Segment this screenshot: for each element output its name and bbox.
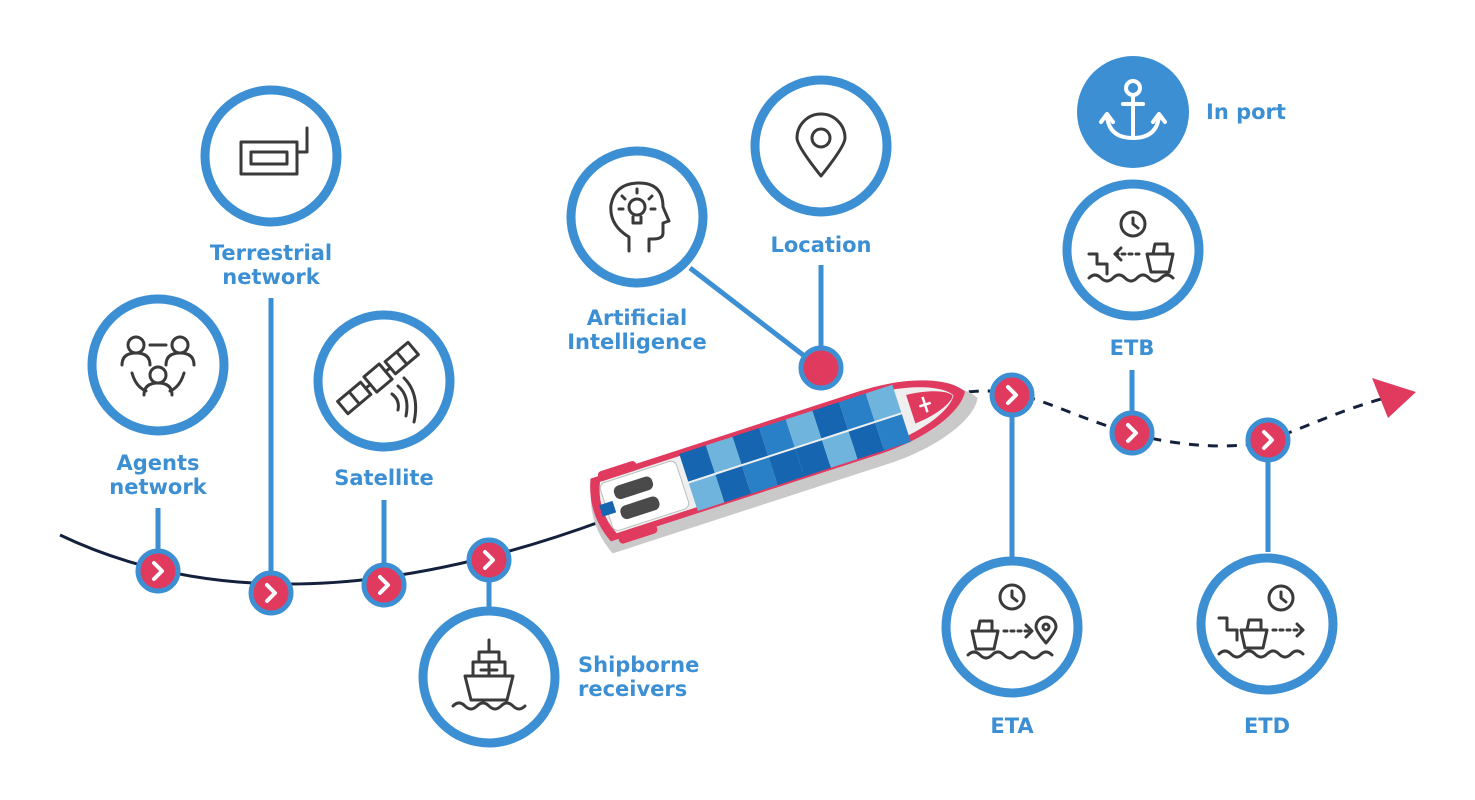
ring-etd — [1196, 553, 1338, 695]
label-eta: ETA — [990, 714, 1034, 738]
chevron-marker-terrestrial — [251, 573, 291, 613]
head-lightbulb-icon — [609, 181, 671, 253]
chevron-marker-etd — [1248, 420, 1288, 460]
route-line-solid — [59, 518, 606, 586]
ring-etb — [1062, 179, 1204, 321]
label-terrestrial-line2: network — [222, 265, 320, 289]
route-arrow-head — [1372, 378, 1416, 418]
label-agents-line1: Agents — [116, 451, 199, 475]
label-terrestrial-line1: Terrestrial — [210, 241, 332, 265]
label-location: Location — [770, 233, 871, 257]
ring-eta — [941, 556, 1083, 698]
container-ship-illustration — [590, 380, 978, 554]
ship-icon — [451, 638, 527, 711]
radio-device-icon — [239, 126, 309, 176]
satellite-icon — [336, 340, 420, 424]
ship-departure-clock-icon — [1217, 584, 1305, 659]
location-pin-icon — [795, 112, 847, 178]
ship-connector-dot — [798, 345, 844, 391]
ship-berthing-clock-icon — [1087, 210, 1175, 283]
label-in-port: In port — [1206, 100, 1286, 124]
ring-agents — [87, 294, 229, 436]
chevron-marker-satellite — [364, 565, 404, 605]
label-etb: ETB — [1110, 336, 1155, 360]
chevron-marker-agents — [138, 551, 178, 591]
ring-ai — [566, 146, 708, 288]
label-etd: ETD — [1244, 714, 1290, 738]
label-ai-line2: Intelligence — [567, 330, 707, 354]
chevron-marker-shipborne — [469, 540, 509, 580]
label-shipborne-line2: receivers — [578, 677, 687, 701]
people-network-icon — [120, 335, 196, 397]
label-ai-line1: Artificial — [587, 306, 687, 330]
label-agents-line2: network — [109, 475, 207, 499]
stem-ai — [688, 266, 822, 370]
anchor-icon — [1099, 79, 1167, 140]
label-shipborne-line1: Shipborne — [578, 653, 699, 677]
label-satellite: Satellite — [334, 466, 433, 490]
ship-arrival-clock-icon — [966, 583, 1058, 660]
ring-satellite — [313, 310, 455, 452]
chevron-marker-etb — [1112, 413, 1152, 453]
chevron-marker-eta — [992, 375, 1032, 415]
ring-terrestrial — [200, 85, 342, 227]
